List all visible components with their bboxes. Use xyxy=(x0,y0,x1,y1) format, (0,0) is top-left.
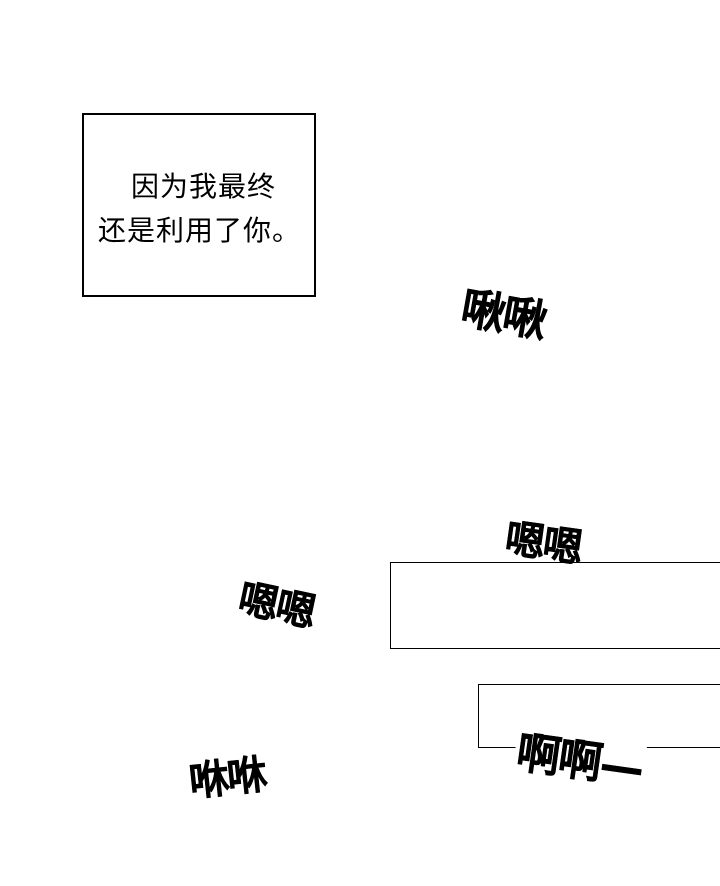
caption-line-1: 因为我最终 xyxy=(131,170,277,203)
sfx-en-left: 嗯嗯 xyxy=(234,575,319,637)
caption-box: 因为我最终 还是利用了你。 xyxy=(82,113,316,297)
caption-line-2: 还是利用了你。 xyxy=(98,214,302,247)
caption-text: 因为我最终 还是利用了你。 xyxy=(98,165,308,253)
panel-frame-upper xyxy=(390,562,720,649)
sfx-en-upper: 嗯嗯 xyxy=(502,515,584,573)
sfx-chu: 啾啾 xyxy=(457,282,549,348)
sfx-xiu: 咻咻 xyxy=(187,752,268,806)
